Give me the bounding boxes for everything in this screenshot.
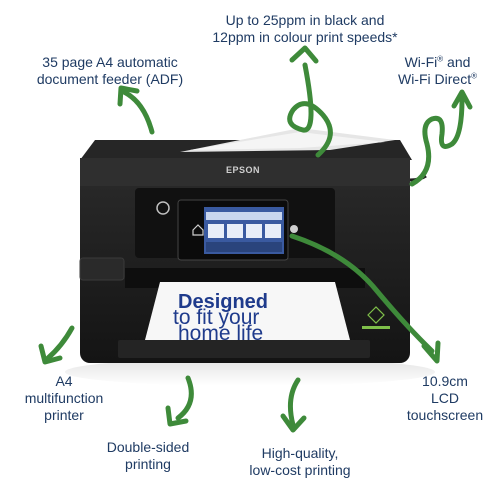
caption-wifi-registered-2: ®	[471, 71, 477, 81]
caption-wifi-text-3: Wi-Fi Direct	[397, 71, 472, 87]
caption-adf-line-1: 35 page A4 automatic	[42, 54, 178, 70]
caption-lcd-line-1: 10.9cm	[422, 373, 468, 389]
caption-wifi-line-1: Wi-Fi® and	[380, 54, 495, 71]
caption-a4: A4 multifunction printer	[14, 373, 114, 424]
power-icon	[156, 201, 170, 215]
caption-lcd-line-3: touchscreen	[406, 407, 484, 423]
caption-a4-line-1: A4	[55, 373, 73, 389]
caption-wifi-registered-1: ®	[437, 54, 444, 64]
home-icon	[192, 224, 204, 236]
curved-arrow-icon	[287, 45, 333, 158]
caption-a4-line-3: printer	[44, 407, 84, 423]
curved-arrow-icon	[165, 375, 194, 427]
caption-print-speed-line-2: 12ppm in colour print speeds*	[212, 29, 398, 45]
caption-wifi-text-2: and	[443, 54, 471, 70]
caption-duplex: Double-sided printing	[88, 439, 208, 473]
curved-arrow-icon	[289, 233, 441, 364]
help-icon	[290, 225, 298, 233]
caption-adf: 35 page A4 automatic document feeder (AD…	[10, 54, 210, 88]
caption-a4-line-2: multifunction	[24, 390, 104, 406]
brand-logo: EPSON	[226, 165, 261, 175]
caption-wifi-text-1: Wi-Fi	[404, 54, 438, 70]
paper-text-line-2: to fit your	[173, 306, 260, 329]
caption-duplex-line-2: printing	[125, 456, 171, 472]
curved-arrow-icon	[280, 377, 307, 433]
caption-lcd: 10.9cm LCD touchscreen	[395, 373, 495, 424]
caption-wifi-line-2: Wi-Fi Direct®	[380, 71, 495, 88]
curved-arrow-icon	[117, 85, 155, 135]
caption-print-speed-line-1: Up to 25ppm in black and	[225, 12, 385, 28]
curved-arrow-icon	[38, 325, 75, 365]
caption-lcd-line-2: LCD	[430, 390, 459, 406]
paper-text-line-1: Designed	[178, 291, 269, 313]
caption-quality: High-quality, low-cost printing	[225, 445, 375, 479]
eco-label-icon	[362, 306, 390, 329]
caption-quality-line-2: low-cost printing	[249, 462, 351, 478]
caption-quality-line-1: High-quality,	[261, 445, 339, 461]
caption-print-speed: Up to 25ppm in black and 12ppm in colour…	[190, 12, 420, 46]
caption-duplex-line-1: Double-sided	[106, 439, 190, 455]
caption-adf-line-2: document feeder (ADF)	[36, 71, 184, 87]
caption-wifi: Wi-Fi® and Wi-Fi Direct®	[380, 54, 495, 88]
curved-arrow-icon	[409, 89, 473, 187]
printed-paper	[145, 282, 350, 340]
paper-text-line-3: home life	[178, 322, 264, 345]
